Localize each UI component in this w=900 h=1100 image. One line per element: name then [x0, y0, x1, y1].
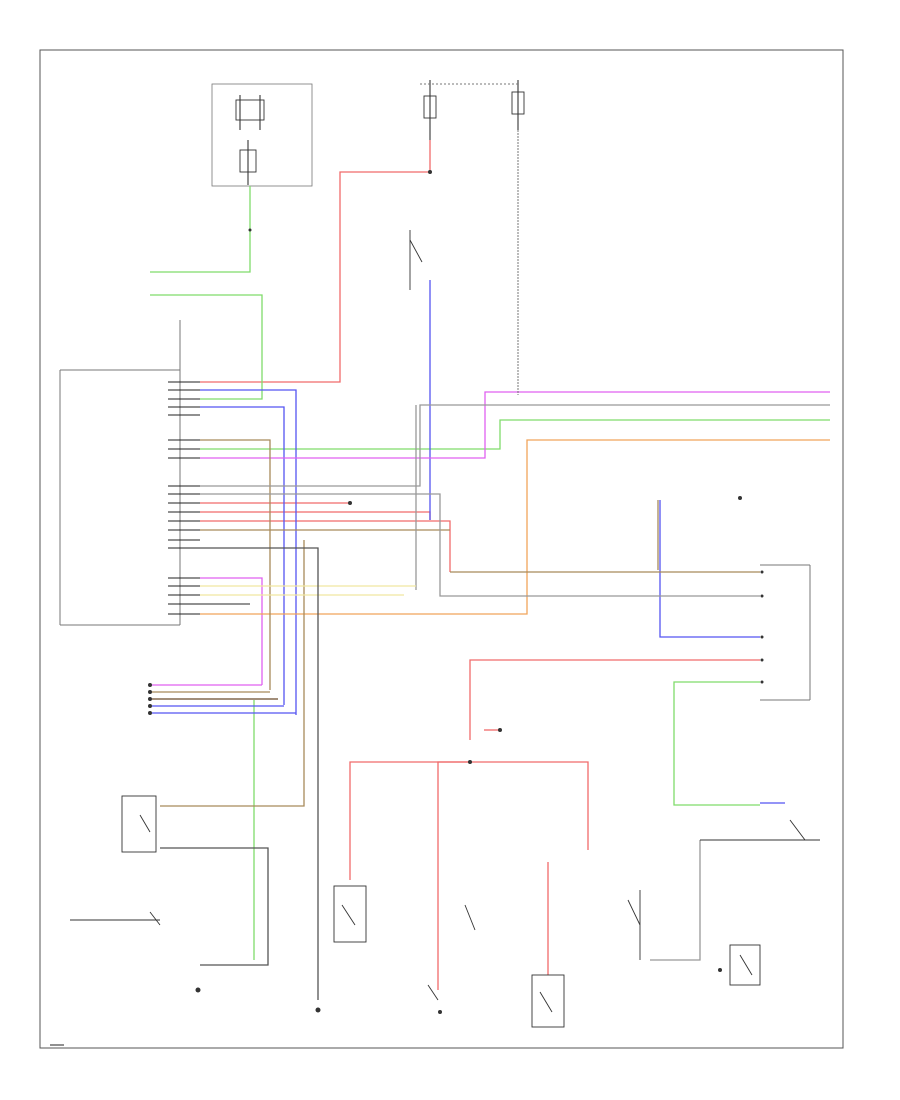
right-connector-block [738, 496, 811, 701]
key-cylinder-switch [700, 819, 820, 841]
wire-brown-1 [200, 439, 271, 690]
left-front-door-switch [627, 890, 641, 960]
security-control-unit [59, 320, 181, 626]
right-rear-door-switch [464, 904, 476, 931]
rear-door-lock-actuator [729, 944, 761, 986]
wire-gray-1 [200, 404, 830, 487]
trunk-switch [70, 911, 161, 926]
wire-violet-2 [200, 577, 263, 685]
wire-black-2 [160, 847, 269, 966]
wire-gray-4 [650, 840, 701, 961]
wire-red-right [469, 659, 760, 740]
security-switch-top [409, 230, 423, 290]
dash-fuse-box [420, 80, 525, 140]
connector-pins [168, 381, 200, 615]
wire-orange [200, 439, 830, 615]
ground-icon [195, 968, 722, 1014]
under-hood-fuse-box [211, 83, 313, 187]
driver-door-switch [531, 974, 565, 1028]
wire-green-security [150, 294, 263, 400]
left-connector-group [148, 683, 296, 715]
diagram-frame [39, 49, 844, 1049]
wire-blue-2 [200, 406, 285, 705]
hood-switch [121, 795, 157, 853]
wire-gray-2 [200, 493, 760, 597]
wire-violet-1 [200, 391, 830, 459]
wire-green-lock [200, 419, 830, 450]
wire-green-top [150, 186, 251, 273]
wire-brown-lower [160, 540, 305, 807]
wire-red-door [200, 520, 451, 572]
wire-red-battery [200, 140, 431, 383]
wire-blue-1 [200, 389, 297, 715]
wire-black-1 [200, 547, 319, 1000]
wire-red-trigger [200, 511, 431, 520]
wire-blue-right [659, 500, 760, 638]
junction-dots [248, 170, 502, 764]
wire-red-lower-mid [437, 761, 470, 990]
wire-green-right [673, 681, 760, 806]
wire-red-lower-left [349, 761, 470, 880]
left-rear-door-switch [427, 984, 439, 1001]
front-door-switch [333, 885, 367, 943]
wire-red-lower-right [470, 761, 589, 850]
